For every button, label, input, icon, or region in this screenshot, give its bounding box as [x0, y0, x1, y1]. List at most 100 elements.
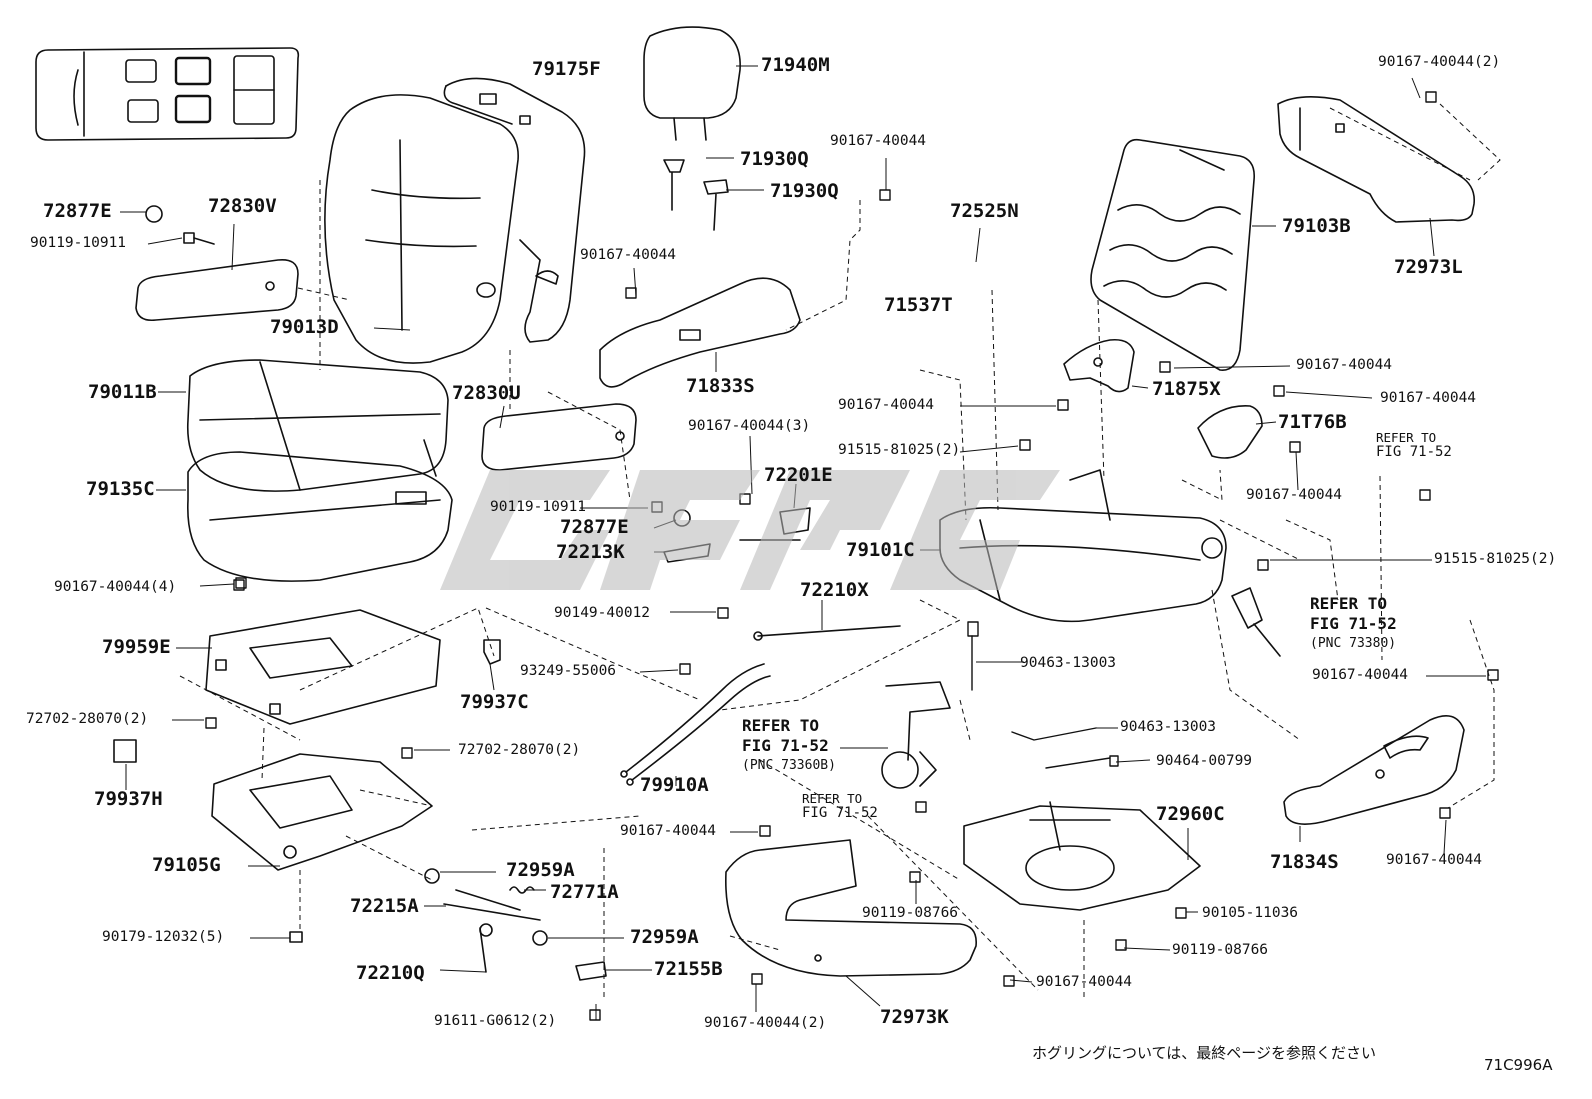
- seatbelt-anchor-icon: [881, 681, 951, 789]
- seat-riser-79105g: [211, 753, 433, 871]
- lower-cover-72973k: [725, 839, 977, 977]
- side-shield-71834s: [1283, 714, 1465, 825]
- refer-to-block-b: REFER TO FIG 71-52 (PNC 73380): [1310, 594, 1397, 654]
- label-90167-40044-4: 90167-40044(4): [54, 579, 177, 595]
- label-72771A: 72771A: [550, 881, 619, 903]
- refer-a-line-2: FIG 71-52: [1376, 444, 1452, 460]
- label-79011B: 79011B: [88, 381, 157, 403]
- label-90119-10911-a: 90119-10911: [30, 235, 127, 251]
- label-90167-40044-j: 90167-40044: [1036, 974, 1133, 990]
- refer-b-line-3: (PNC 73380): [1310, 636, 1397, 651]
- refer-b-line-1: REFER TO: [1310, 594, 1388, 613]
- label-79135C: 79135C: [86, 478, 155, 500]
- label-71833S: 71833S: [686, 375, 755, 397]
- nut-90179-12032-icon: [289, 931, 303, 943]
- label-90463-13003-a: 90463-13003: [1020, 655, 1117, 671]
- label-90149-40012: 90149-40012: [554, 605, 651, 621]
- label-72959A-b: 72959A: [630, 926, 699, 948]
- label-79013D: 79013D: [270, 316, 339, 338]
- label-72830U: 72830U: [452, 382, 521, 404]
- refer-c-line-2: FIG 71-52: [742, 736, 829, 755]
- label-72155B: 72155B: [654, 958, 723, 980]
- refer-d-line-1: REFER TO: [802, 791, 863, 806]
- label-72215A: 72215A: [350, 895, 419, 917]
- label-72210Q: 72210Q: [356, 962, 425, 984]
- label-90167-40044-g: 90167-40044: [1312, 667, 1409, 683]
- leader-lines: [120, 65, 1486, 1020]
- refer-c-line-3: (PNC 73360B): [742, 758, 836, 773]
- label-90167-40044-2-bot: 90167-40044(2): [704, 1015, 827, 1031]
- label-79937C: 79937C: [460, 691, 529, 713]
- seat-cushion-pad-79135c: [187, 451, 453, 582]
- label-90119-10911-b: 90119-10911: [490, 499, 587, 515]
- label-72877E-b: 72877E: [560, 516, 629, 538]
- bolt-90119-10911-icon: [183, 232, 215, 245]
- label-71537T: 71537T: [884, 294, 953, 316]
- label-90179-12032-5: 90179-12032(5): [102, 929, 225, 945]
- label-79105G: 79105G: [152, 854, 221, 876]
- label-72959A-a: 72959A: [506, 859, 575, 881]
- label-71834S: 71834S: [1270, 851, 1339, 873]
- seat-cushion-cover-79011b: [186, 359, 449, 492]
- label-71940M: 71940M: [761, 54, 830, 76]
- rod-72215a: [443, 889, 541, 973]
- nut-72959a-b-icon: [532, 930, 548, 946]
- cap-72877e-icon: [145, 205, 163, 223]
- figure-code: 71C996A: [1484, 1056, 1553, 1074]
- label-71T76B: 71T76B: [1278, 411, 1347, 433]
- label-90167-40044-b: 90167-40044: [580, 247, 677, 263]
- label-90167-40044-c: 90167-40044: [1296, 357, 1393, 373]
- label-90167-40044-d: 90167-40044: [838, 397, 935, 413]
- label-72210X: 72210X: [800, 579, 869, 601]
- cable-79910a: [620, 663, 771, 786]
- refer-to-block-d: REFER TO FIG 71-52: [802, 791, 878, 821]
- refer-b-line-2: FIG 71-52: [1310, 614, 1397, 633]
- label-90167-40044-f: 90167-40044: [1246, 487, 1343, 503]
- label-91611-G0612-2: 91611-G0612(2): [434, 1013, 557, 1029]
- label-79959E: 79959E: [102, 636, 171, 658]
- label-72877E-a: 72877E: [43, 200, 112, 222]
- headrest-guide-71930q-icon: [663, 159, 729, 231]
- label-71930Q-b: 71930Q: [770, 180, 839, 202]
- label-90105-11036: 90105-11036: [1202, 905, 1299, 921]
- label-90167-40044-a: 90167-40044: [830, 133, 927, 149]
- label-90167-40044-h: 90167-40044: [620, 823, 717, 839]
- refer-d-line-2: FIG 71-52: [802, 805, 878, 821]
- label-90464-00799: 90464-00799: [1156, 753, 1253, 769]
- label-79175F: 79175F: [532, 58, 601, 80]
- label-72213K: 72213K: [556, 541, 625, 563]
- label-72960C: 72960C: [1156, 803, 1225, 825]
- headrest-71940m: [643, 26, 741, 141]
- label-72201E: 72201E: [764, 464, 833, 486]
- label-90119-08766-b: 90119-08766: [1172, 942, 1269, 958]
- side-shield-71833s: [599, 277, 801, 388]
- assembly-lines: [179, 103, 1501, 1000]
- nut-72959a-a-icon: [424, 868, 440, 884]
- seatbelt-buckle-icon: [1231, 587, 1281, 657]
- label-90167-40044-e: 90167-40044: [1380, 390, 1477, 406]
- watermark-logo: [440, 470, 1060, 590]
- refer-to-block-a: REFER TO FIG 71-52: [1376, 430, 1452, 460]
- seatback-frame-79103b: [1090, 138, 1256, 371]
- refer-a-line-1: REFER TO: [1376, 430, 1437, 445]
- label-71930Q-a: 71930Q: [740, 148, 809, 170]
- seat-riser-79959e: [205, 609, 441, 725]
- label-72525N: 72525N: [950, 200, 1019, 222]
- armrest-72830u: [481, 403, 637, 471]
- label-91515-81025-2-b: 91515-81025(2): [1434, 551, 1557, 567]
- label-93249-55006: 93249-55006: [520, 663, 617, 679]
- label-90167-40044-3: 90167-40044(3): [688, 418, 811, 434]
- label-72973K: 72973K: [880, 1006, 949, 1028]
- hog-ring-note: ホグリングについては、最終ページを参照ください: [1032, 1044, 1376, 1062]
- recliner-hinge-71875x: [1063, 338, 1135, 393]
- back-board-72973l: [1277, 96, 1476, 223]
- label-79101C: 79101C: [846, 539, 915, 561]
- clip-79937c-icon: [483, 639, 501, 665]
- vehicle-inset-icon: [35, 47, 300, 141]
- refer-c-line-1: REFER TO: [742, 716, 820, 735]
- cable-72210x: [753, 625, 901, 641]
- label-79910A: 79910A: [640, 774, 709, 796]
- label-90167-40044-2-top: 90167-40044(2): [1378, 54, 1501, 70]
- label-79103B: 79103B: [1282, 215, 1351, 237]
